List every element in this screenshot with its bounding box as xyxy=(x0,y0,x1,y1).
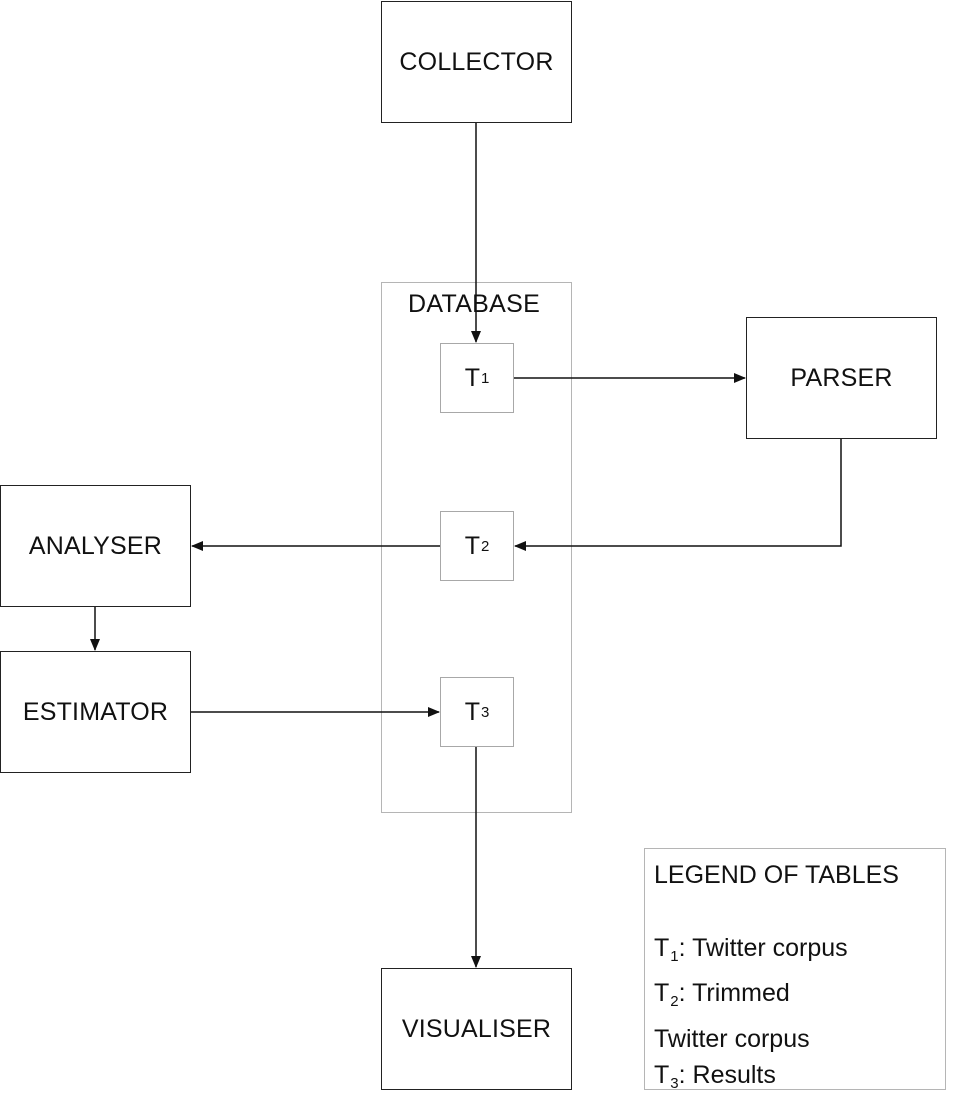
collector-box: COLLECTOR xyxy=(381,1,572,123)
visualiser-label: VISUALISER xyxy=(401,1014,552,1043)
parser-box: PARSER xyxy=(746,317,937,439)
table-t1-letter: T xyxy=(464,363,480,392)
parser-label: PARSER xyxy=(790,363,893,392)
legend-entry-t3: T3: Results xyxy=(654,1057,935,1103)
table-t1-index: 1 xyxy=(480,369,490,387)
collector-label: COLLECTOR xyxy=(399,47,554,76)
legend-box: LEGEND OF TABLES T1: Twitter corpus T2: … xyxy=(644,848,946,1092)
legend-t3-index: 3 xyxy=(670,1075,679,1092)
legend-title: LEGEND OF TABLES xyxy=(654,861,899,889)
visualiser-box: VISUALISER xyxy=(381,968,572,1090)
database-title: DATABASE xyxy=(408,290,541,318)
legend-t2-text: : Trimmed xyxy=(678,979,790,1007)
estimator-box: ESTIMATOR xyxy=(0,651,191,773)
legend-t2-letter: T xyxy=(654,979,670,1007)
analyser-label: ANALYSER xyxy=(28,531,163,560)
estimator-label: ESTIMATOR xyxy=(22,697,169,726)
legend-entry-t1: T1: Twitter corpus xyxy=(654,930,935,976)
legend-t1-index: 1 xyxy=(670,947,679,965)
legend-t2-index: 2 xyxy=(670,993,679,1010)
legend-entry-t2-continuation: Twitter corpus xyxy=(654,1024,810,1053)
legend-entry-t2: T2: Trimmed xyxy=(654,975,935,1021)
table-t3-index: 3 xyxy=(480,703,490,721)
legend-t3-letter: T xyxy=(654,1061,670,1089)
table-t3-letter: T xyxy=(464,697,480,726)
table-t2-index: 2 xyxy=(480,537,490,555)
legend-t3-text: : Results xyxy=(678,1061,776,1089)
analyser-box: ANALYSER xyxy=(0,485,191,607)
legend-t1-letter: T xyxy=(654,933,670,962)
legend-t1-text: : Twitter corpus xyxy=(678,933,848,962)
table-t2-letter: T xyxy=(464,531,480,560)
